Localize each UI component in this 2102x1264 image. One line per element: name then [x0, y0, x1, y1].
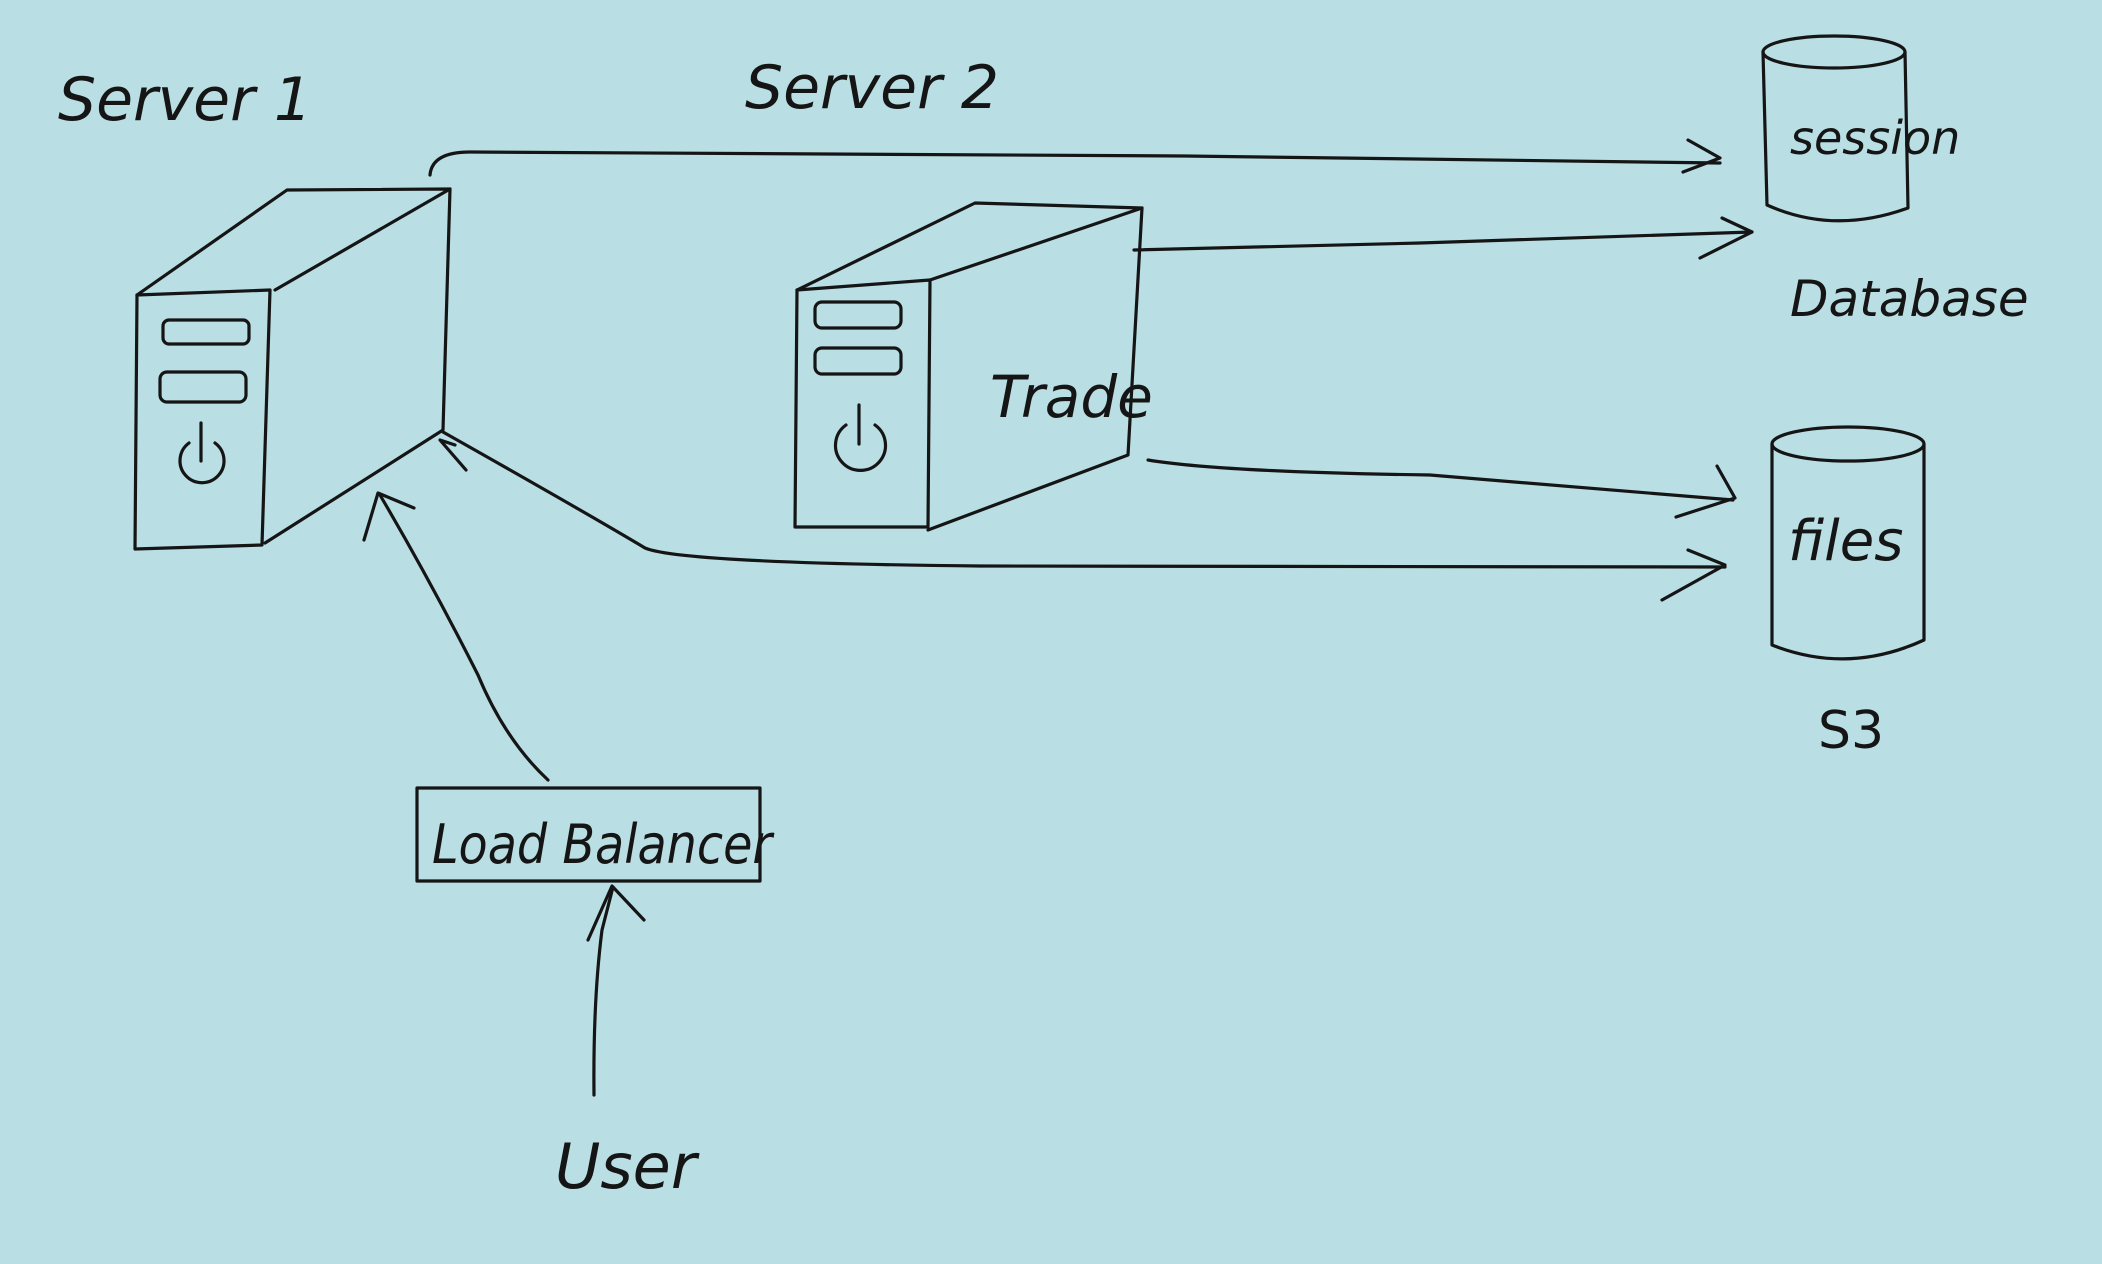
server-2-label: Server 2 — [745, 53, 999, 123]
arrow-server2-to-session — [1132, 216, 1754, 260]
database-label: Database — [1790, 270, 2029, 328]
arrow-server2-to-files — [1146, 458, 1737, 519]
s3-label: S3 — [1818, 701, 1884, 761]
user-label: User — [555, 1130, 700, 1203]
files-storage-icon — [1770, 425, 1926, 661]
server-2-icon — [793, 201, 1144, 532]
server-1-label: Server 1 — [58, 65, 312, 135]
arrow-loadbalancer-to-server1 — [362, 491, 550, 782]
load-balancer-label: Load Balancer — [432, 813, 774, 876]
power-icon — [178, 421, 226, 485]
arrow-server1-to-files — [441, 430, 1727, 602]
trade-label: Trade — [990, 363, 1153, 431]
power-icon — [833, 403, 888, 472]
arrow-server1-return — [438, 438, 468, 472]
session-database-icon — [1761, 34, 1910, 223]
arrow-user-to-loadbalancer — [586, 884, 646, 1097]
load-balancer-box — [415, 786, 762, 883]
arrow-server1-to-session — [428, 138, 1722, 177]
files-label: files — [1788, 509, 1903, 574]
server-1-icon — [133, 187, 452, 551]
session-label: session — [1790, 111, 1960, 165]
